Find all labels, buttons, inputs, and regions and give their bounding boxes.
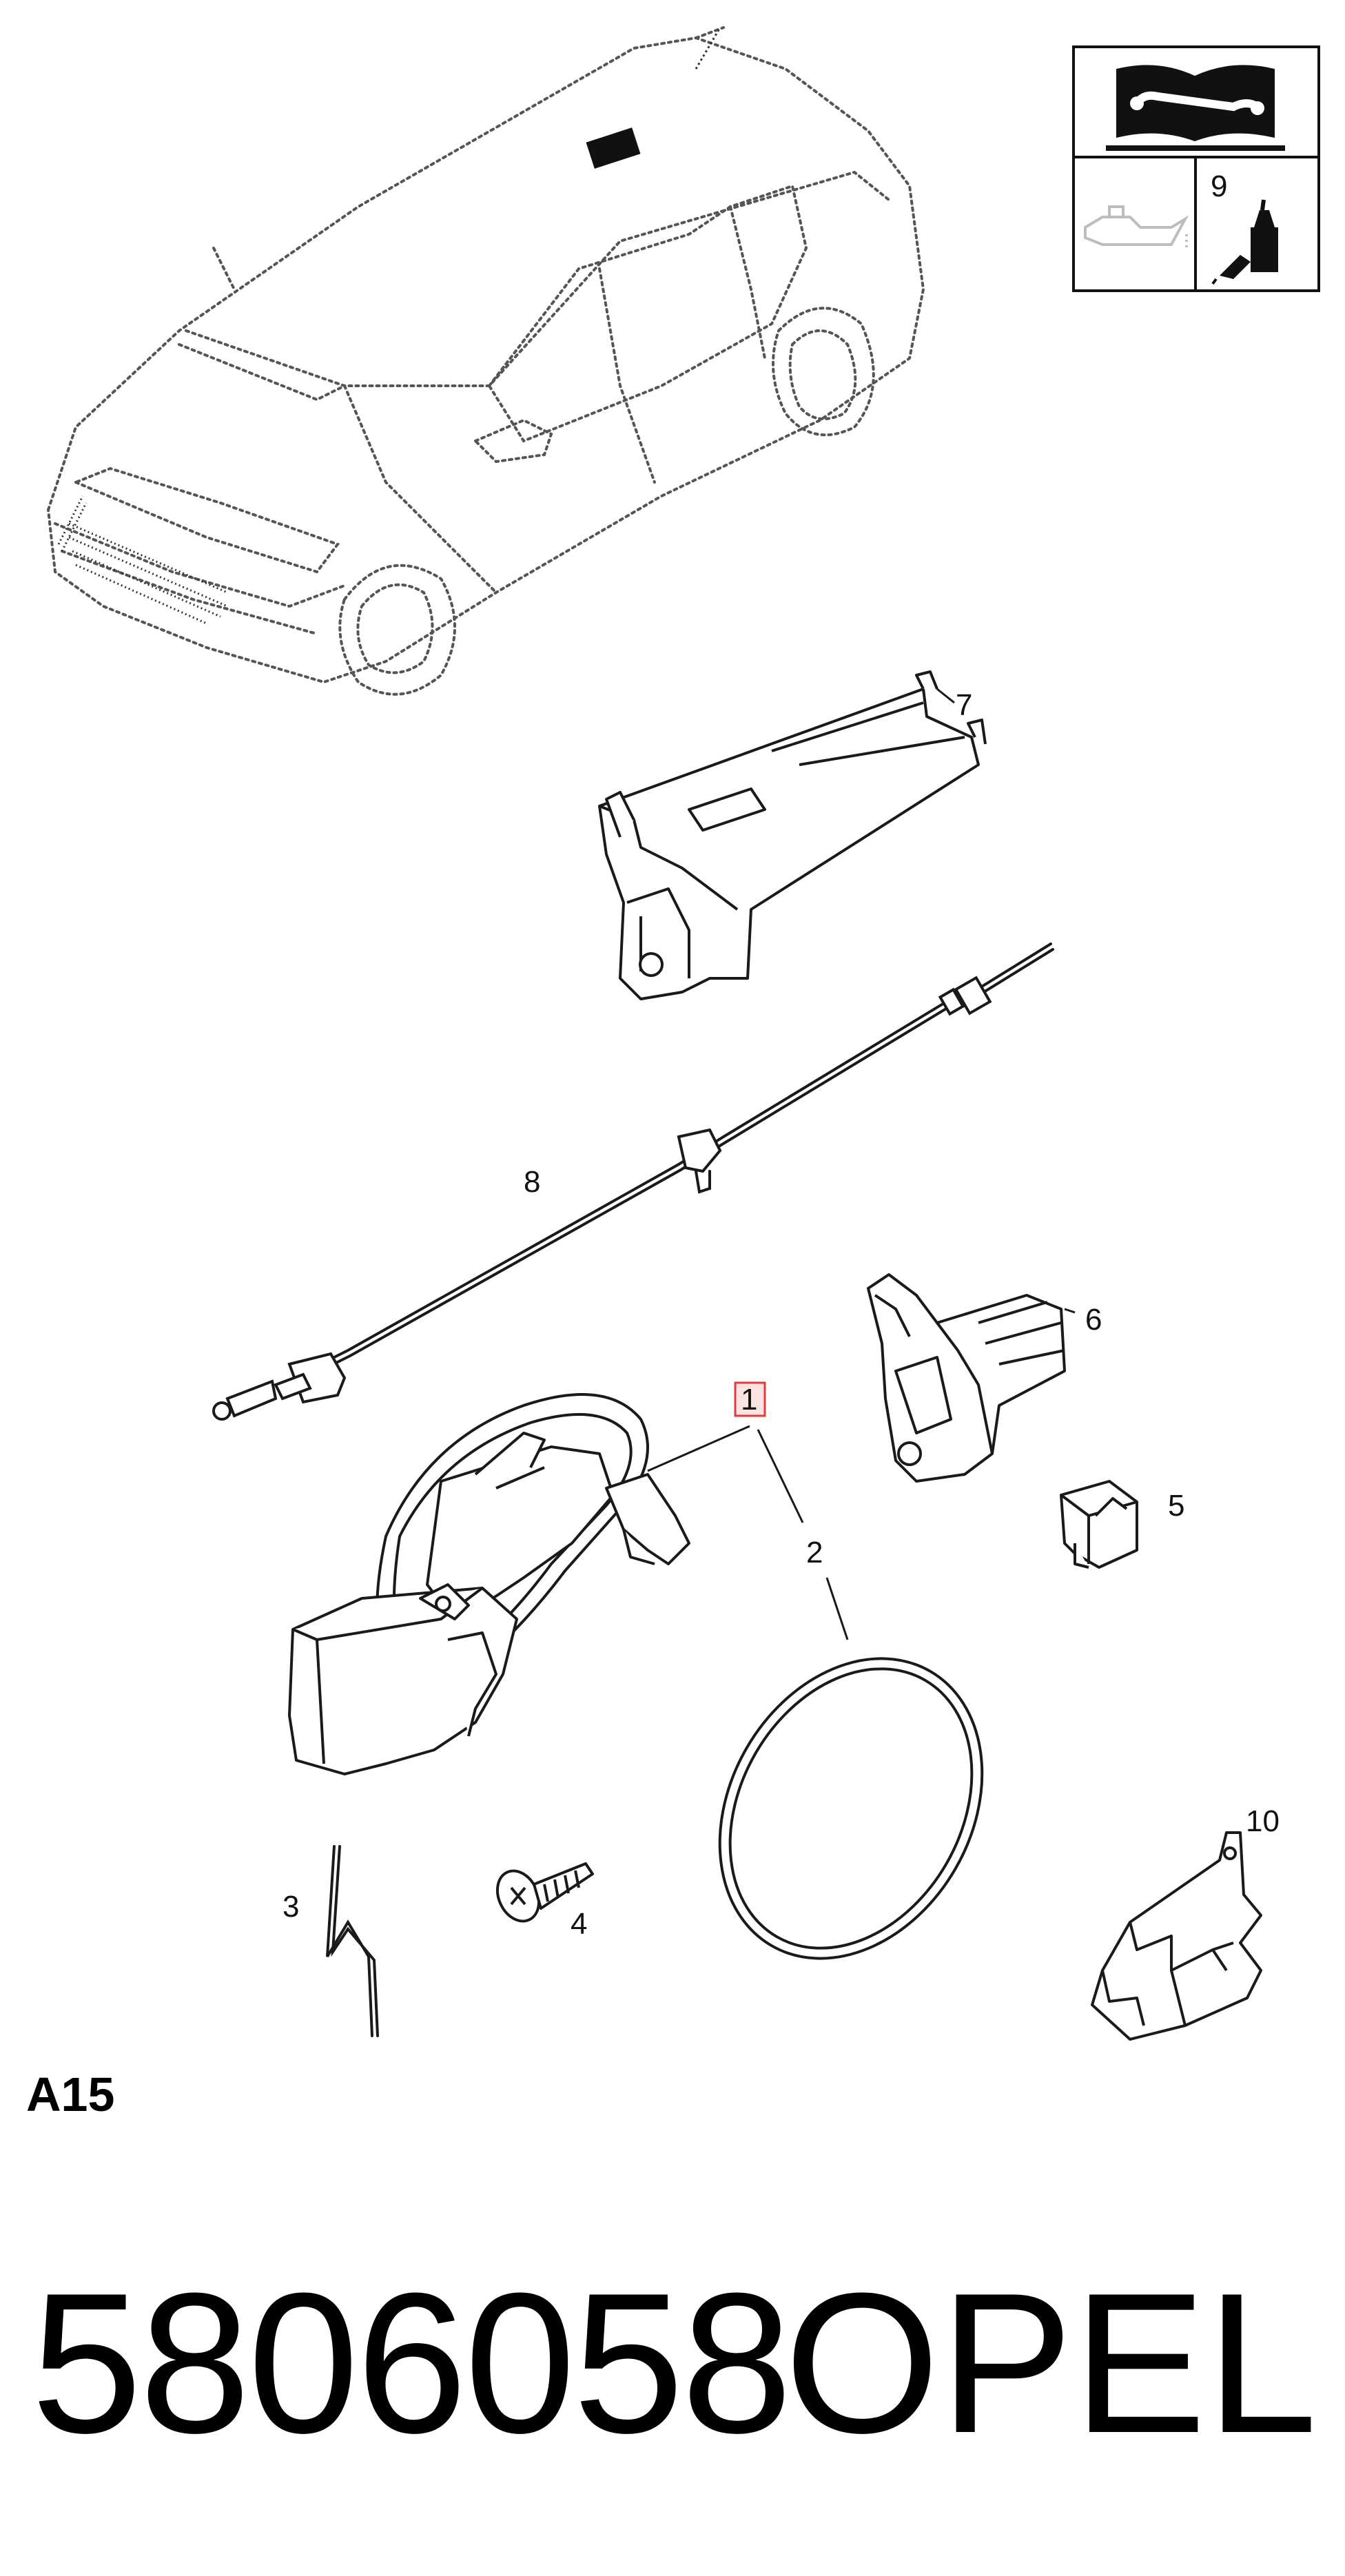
callout-label-1: 1 xyxy=(741,1383,757,1416)
part-8-release-cable xyxy=(212,942,1054,1421)
fuel-door-location-marker xyxy=(586,27,721,169)
callout-label-10: 10 xyxy=(1246,1804,1280,1838)
car-overview-illustration xyxy=(46,26,925,696)
callout-label-7: 7 xyxy=(956,688,972,722)
part-7-housing-bracket xyxy=(598,670,987,1000)
callout-label-6: 6 xyxy=(1085,1303,1102,1337)
callout-label-9: 9 xyxy=(1211,169,1227,203)
section-code: A15 xyxy=(26,2068,115,2121)
part-5-clip xyxy=(1060,1480,1138,1569)
callout-leader-7 xyxy=(936,688,955,704)
part-3-spring-wire xyxy=(326,1845,379,2037)
oil-can-icon xyxy=(1084,205,1189,249)
part-10-bracket xyxy=(1091,1831,1262,2041)
part-4-screw xyxy=(495,1862,594,1923)
callout-label-3: 3 xyxy=(283,1890,299,1924)
callout-label-5: 5 xyxy=(1168,1489,1184,1523)
part-6-lock-bracket xyxy=(867,1273,1066,1483)
adhesive-bottle-icon xyxy=(1211,199,1278,285)
part-2-seal-ring xyxy=(718,1657,984,1960)
brand-name: OPEL xyxy=(784,2252,1317,2475)
info-box xyxy=(1072,45,1320,292)
part-number: 5806058 xyxy=(31,2252,792,2475)
callout-label-8: 8 xyxy=(524,1165,540,1199)
callout-leaders xyxy=(647,1425,849,1640)
callout-label-4: 4 xyxy=(571,1907,587,1941)
callout-leader-6 xyxy=(1064,1308,1076,1314)
part-1-fuel-filler-door-housing xyxy=(288,1393,690,1775)
callout-1-marker xyxy=(734,1381,766,1417)
service-manual-wrench-book-icon xyxy=(1106,65,1285,151)
callout-label-2: 2 xyxy=(806,1536,823,1569)
car-mesh-grille xyxy=(57,495,228,625)
